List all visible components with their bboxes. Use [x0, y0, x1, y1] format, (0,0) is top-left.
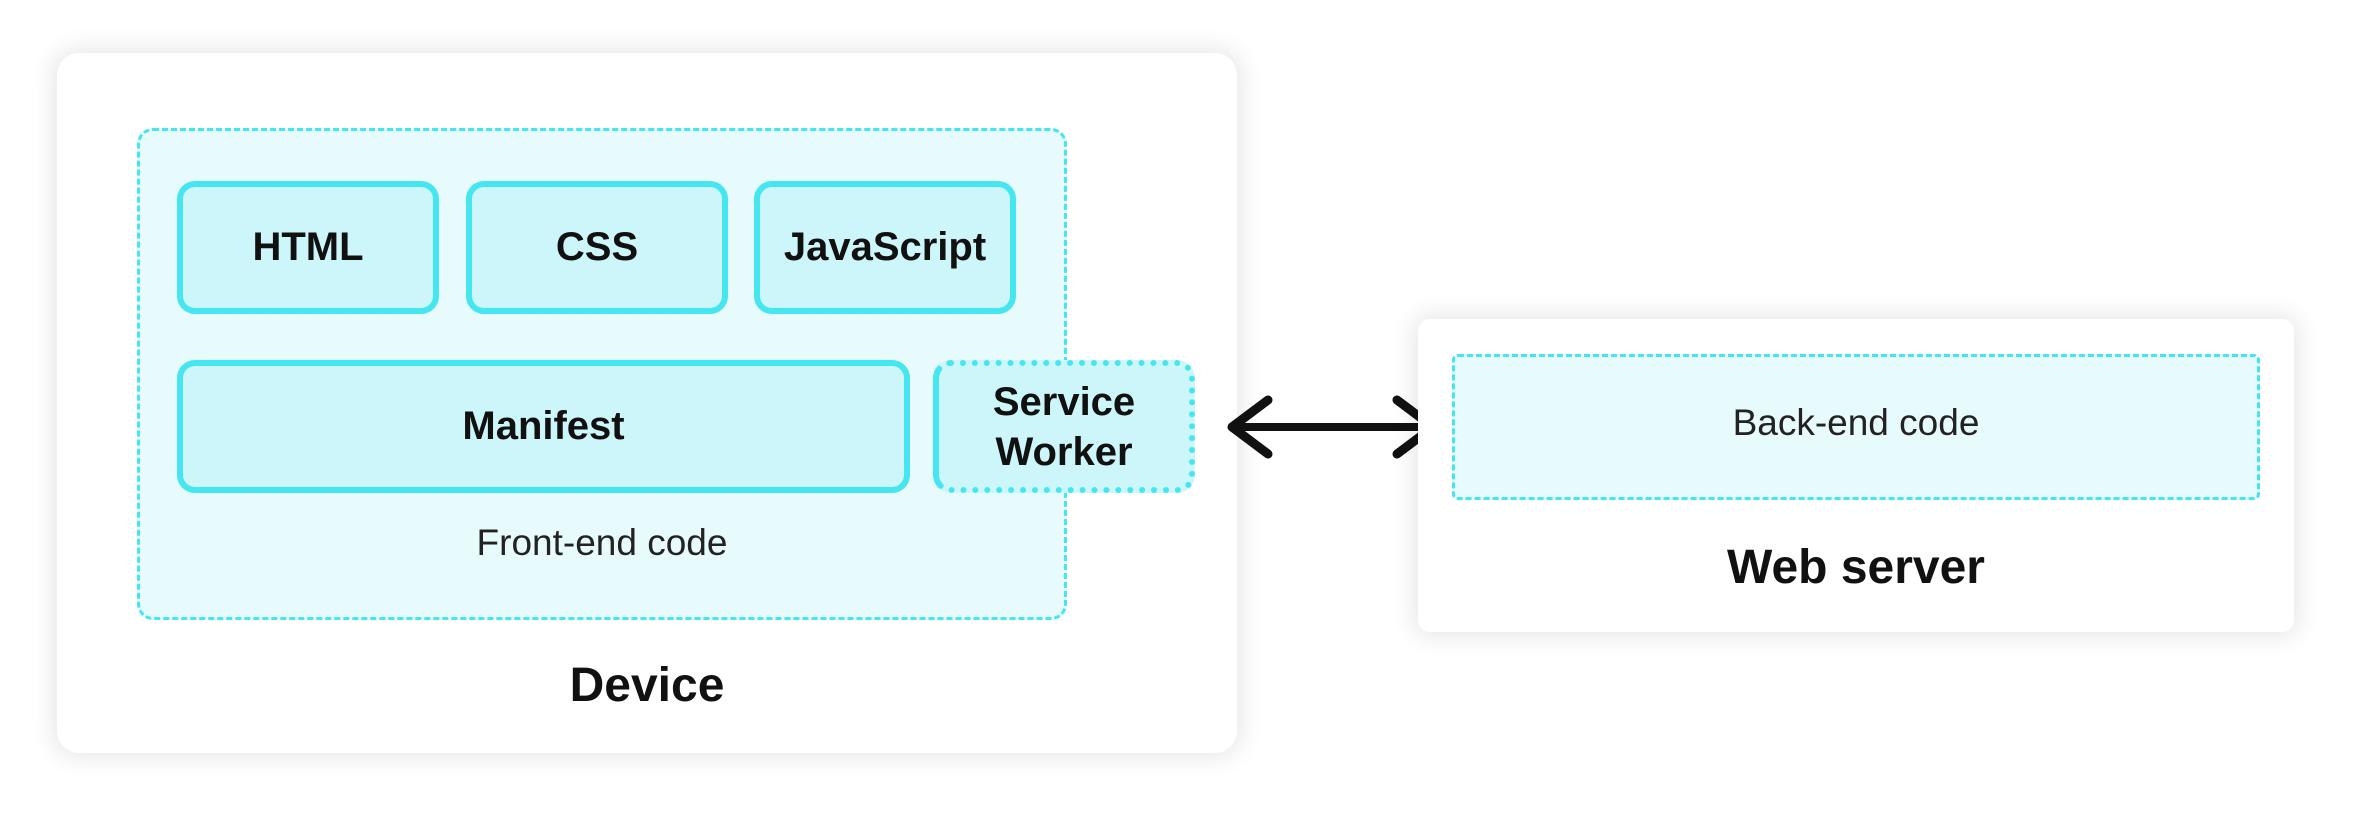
arrow-head-left — [1227, 395, 1273, 459]
back-end-code-label: Back-end code — [1732, 402, 1980, 443]
double-headed-arrow-icon — [1227, 395, 1438, 459]
service-worker-label: Service Worker — [992, 379, 1136, 474]
web-server-title: Web server — [1727, 541, 1985, 594]
service-worker-box: Service Worker — [933, 360, 1195, 493]
javascript-label: JavaScript — [783, 225, 987, 269]
css-label: CSS — [555, 225, 639, 269]
html-box: HTML — [177, 181, 439, 314]
device-title: Device — [569, 659, 725, 712]
back-end-code-region — [1452, 354, 2260, 500]
manifest-label: Manifest — [462, 404, 625, 448]
javascript-box: JavaScript — [754, 181, 1016, 314]
css-box: CSS — [466, 181, 728, 314]
html-label: HTML — [252, 225, 364, 269]
manifest-box: Manifest — [177, 360, 910, 493]
front-end-code-label: Front-end code — [476, 522, 728, 563]
